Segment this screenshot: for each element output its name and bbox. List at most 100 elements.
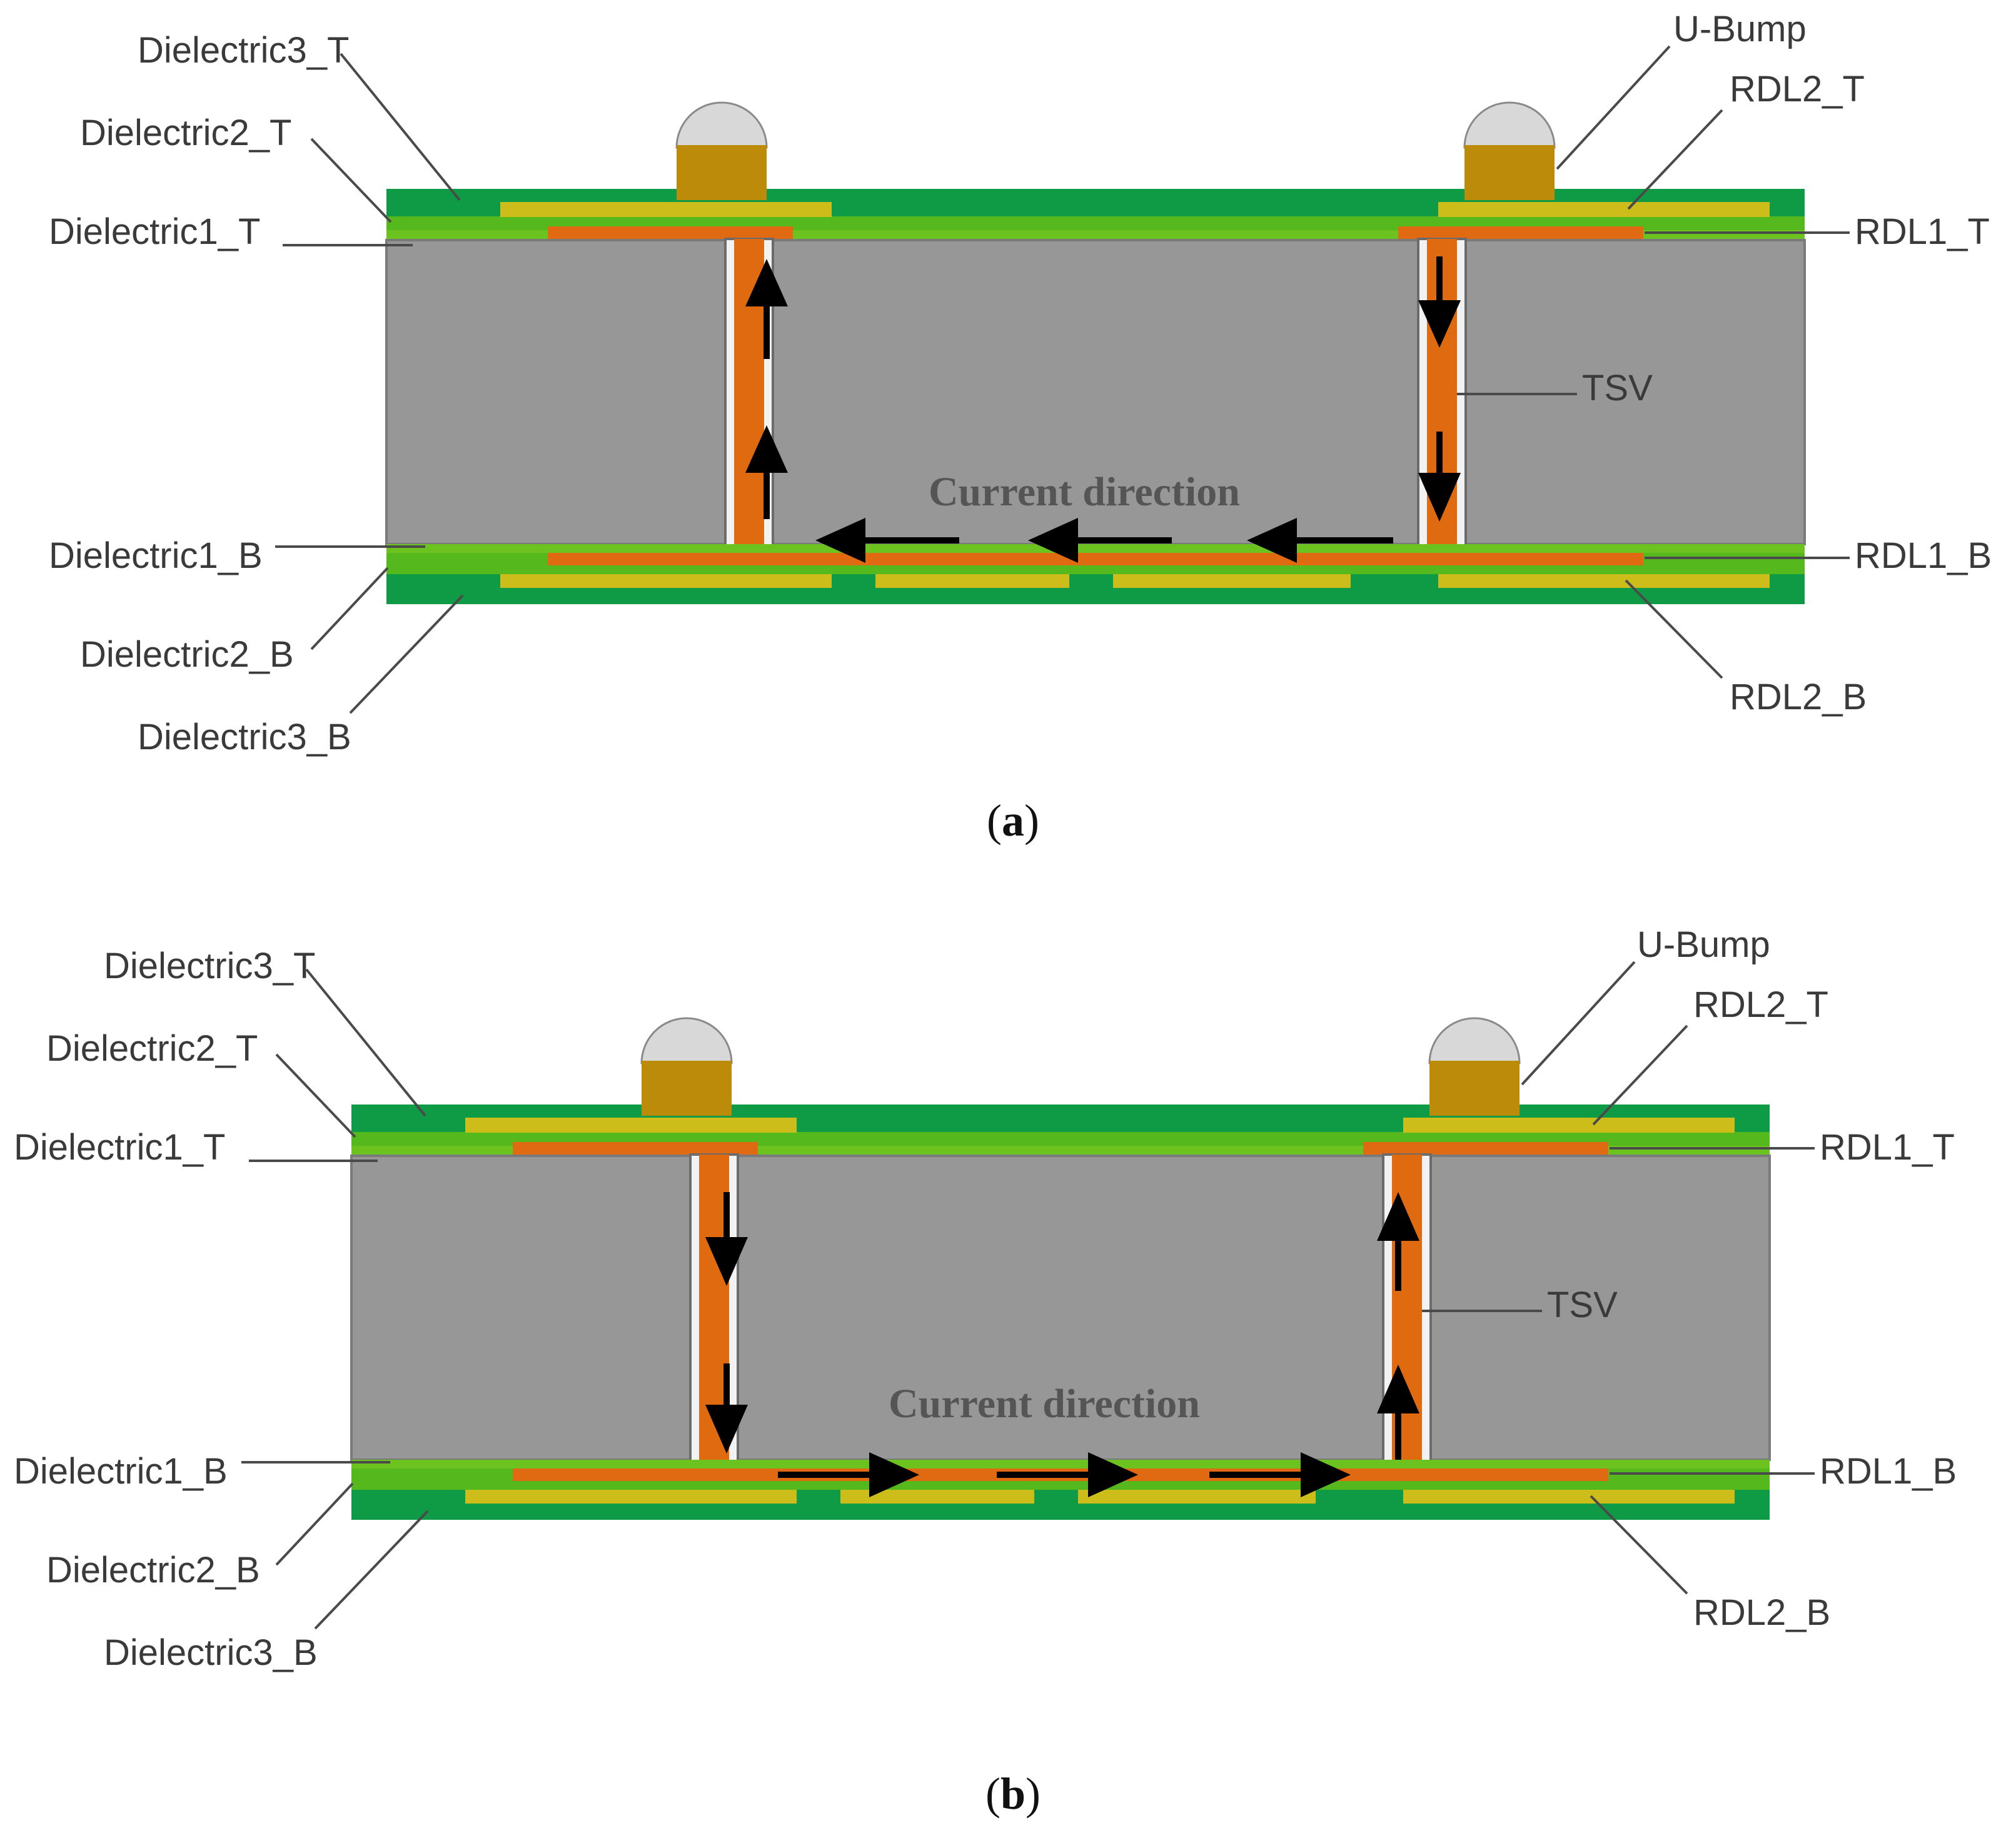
- current-arrow-right-tsv-up-1-head: [1377, 1365, 1419, 1413]
- leader-dielectric2-top: [310, 138, 392, 223]
- current-arrow-bottom-right-1-head: [869, 1452, 919, 1497]
- current-arrow-right-tsv-down-1-head: [1418, 300, 1461, 348]
- caption-a: (a): [987, 796, 1039, 846]
- label-dielectric1-top: Dielectric1_T: [49, 211, 260, 252]
- current-arrow-bottom-right-3-head: [1301, 1452, 1351, 1497]
- u-bump-right-base: [1429, 1061, 1520, 1116]
- rdl2-bottom-pad-3: [1078, 1490, 1316, 1504]
- caption-b: (b): [985, 1769, 1041, 1819]
- leader-u-bump: [1556, 45, 1671, 170]
- label-tsv: TSV: [1582, 368, 1653, 408]
- u-bump-left: [675, 101, 768, 200]
- label-rdl2-bottom: RDL2_B: [1693, 1592, 1830, 1633]
- layer-stack: [385, 189, 1806, 604]
- rdl2-top-pad-left: [465, 1118, 797, 1133]
- rdl2-bottom-pad-1: [500, 574, 832, 588]
- label-rdl2-top: RDL2_T: [1693, 984, 1828, 1025]
- current-arrow-left-tsv-up-2-head: [745, 259, 788, 306]
- rdl1-top-trace-left: [548, 226, 793, 239]
- label-dielectric3-bottom: Dielectric3_B: [138, 717, 351, 757]
- label-dielectric2-top: Dielectric2_T: [80, 113, 291, 153]
- leader-dielectric2-bottom: [275, 1482, 354, 1566]
- svg-text:(b): (b): [985, 1769, 1041, 1819]
- current-arrow-bottom-left-3-head: [815, 518, 865, 563]
- current-arrow-bottom-right-2-head: [1088, 1452, 1138, 1497]
- label-rdl1-top: RDL1_T: [1855, 211, 1990, 252]
- panel-a: Current direction Dielectric3_T Dielectr…: [49, 9, 1992, 846]
- label-dielectric3-bottom: Dielectric3_B: [104, 1632, 318, 1673]
- rdl2-bottom-pad-4: [1438, 574, 1770, 588]
- label-rdl2-bottom: RDL2_B: [1730, 677, 1867, 717]
- svg-text:(a): (a): [987, 796, 1039, 846]
- current-direction-label: Current direction: [889, 1381, 1200, 1427]
- current-arrow-left-tsv-up-1-head: [745, 425, 788, 473]
- rdl2-bottom-pad-3: [1113, 574, 1351, 588]
- rdl2-bottom-pad-2: [840, 1490, 1034, 1504]
- label-dielectric1-bottom: Dielectric1_B: [49, 535, 263, 576]
- u-bump-left-base: [677, 145, 767, 200]
- leader-dielectric3-bottom: [314, 1510, 429, 1630]
- rdl1-bottom-trace: [548, 553, 1643, 565]
- rdl2-top-pad-left: [500, 202, 832, 217]
- u-bump-right-cap: [1428, 1017, 1521, 1064]
- rdl1-top-trace-left: [513, 1142, 758, 1155]
- dielectric1-bottom: [351, 1460, 1770, 1469]
- label-rdl2-top: RDL2_T: [1730, 69, 1865, 109]
- label-dielectric3-top: Dielectric3_T: [104, 946, 315, 986]
- rdl2-bottom-pad-4: [1403, 1490, 1735, 1504]
- u-bump-left-cap: [640, 1017, 733, 1064]
- u-bump-left: [640, 1017, 733, 1116]
- leader-rdl2-bottom: [1590, 1495, 1688, 1595]
- current-arrow-bottom-left-2-head: [1028, 518, 1078, 563]
- label-dielectric2-top: Dielectric2_T: [46, 1028, 258, 1069]
- label-u-bump: U-Bump: [1637, 924, 1770, 965]
- current-arrow-right-tsv-up-2-head: [1377, 1192, 1419, 1241]
- label-u-bump: U-Bump: [1673, 9, 1807, 49]
- label-tsv: TSV: [1547, 1285, 1618, 1325]
- current-arrow-bottom-left-1-head: [1247, 518, 1297, 563]
- u-bump-right: [1428, 1017, 1521, 1116]
- caption-letter-a: a: [1002, 796, 1024, 846]
- leader-dielectric2-bottom: [310, 567, 389, 650]
- leader-rdl2-top: [1592, 1024, 1688, 1126]
- rdl2-top-pad-right: [1403, 1118, 1735, 1133]
- label-dielectric3-top: Dielectric3_T: [138, 30, 349, 71]
- current-arrow-left-tsv-down-2-head: [705, 1405, 748, 1453]
- leader-dielectric2-top: [275, 1053, 356, 1138]
- silicon-substrate: [385, 239, 1806, 545]
- current-arrows: [745, 256, 1461, 563]
- dielectric1-bottom: [386, 544, 1805, 553]
- rdl1-top-trace-right: [1398, 226, 1643, 239]
- u-bump-right-cap: [1463, 101, 1556, 149]
- leader-rdl2-top: [1627, 109, 1723, 210]
- u-bump-right-base: [1464, 145, 1555, 200]
- current-arrows: [705, 1192, 1419, 1497]
- leader-dielectric3-bottom: [349, 594, 464, 714]
- leader-dielectric3-top: [340, 53, 461, 201]
- rdl2-top-pad-right: [1438, 202, 1770, 217]
- label-dielectric1-bottom: Dielectric1_B: [14, 1451, 228, 1492]
- caption-letter-b: b: [1000, 1769, 1026, 1819]
- current-direction-label: Current direction: [929, 469, 1240, 515]
- label-dielectric1-top: Dielectric1_T: [14, 1127, 225, 1168]
- label-dielectric2-bottom: Dielectric2_B: [46, 1550, 260, 1590]
- label-rdl1-bottom: RDL1_B: [1855, 535, 1992, 576]
- current-arrow-right-tsv-down-2-head: [1418, 473, 1461, 522]
- u-bump-left-base: [642, 1061, 732, 1116]
- rdl1-top-trace-right: [1363, 1142, 1608, 1155]
- callouts: Dielectric3_T Dielectric2_T Dielectric1_…: [14, 924, 1957, 1673]
- callouts: Dielectric3_T Dielectric2_T Dielectric1_…: [49, 9, 1992, 757]
- label-rdl1-bottom: RDL1_B: [1820, 1451, 1957, 1492]
- current-arrow-left-tsv-down-1-head: [705, 1237, 748, 1286]
- label-dielectric2-bottom: Dielectric2_B: [80, 634, 294, 675]
- silicon-substrate: [350, 1155, 1771, 1461]
- u-bump-left-cap: [675, 101, 768, 149]
- leader-rdl2-bottom: [1625, 579, 1723, 679]
- panel-b: Current direction Dielectric3_T Dielectr…: [14, 924, 1957, 1819]
- leader-dielectric3-top: [305, 968, 426, 1117]
- layer-stack: [350, 1105, 1771, 1520]
- rdl2-bottom-pad-2: [875, 574, 1069, 588]
- label-rdl1-top: RDL1_T: [1820, 1127, 1955, 1168]
- rdl2-bottom-pad-1: [465, 1490, 797, 1504]
